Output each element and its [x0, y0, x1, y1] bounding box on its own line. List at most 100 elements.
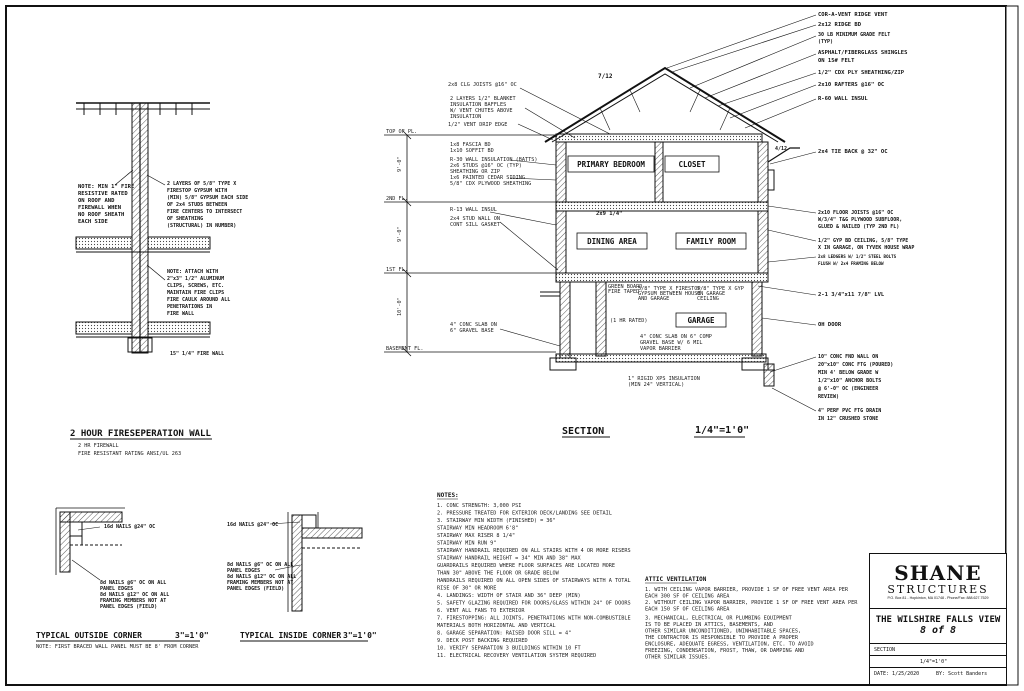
svg-text:2ND FL.: 2ND FL.: [386, 196, 408, 202]
svg-text:(MIN 24" VERTICAL): (MIN 24" VERTICAL): [628, 382, 684, 388]
svg-text:4/12: 4/12: [775, 146, 787, 152]
sheet-label-row: SECTION: [870, 644, 1006, 656]
svg-text:9'-0": 9'-0": [397, 156, 403, 172]
section-drawing: 7/12 4/12: [384, 66, 800, 387]
svg-text:10" CONC FND WALL ON: 10" CONC FND WALL ON: [818, 354, 878, 360]
svg-text:30 LB MINIMUM GRADE FELT: 30 LB MINIMUM GRADE FELT: [818, 32, 890, 38]
outside-corner-title: TYPICAL OUTSIDE CORNER: [36, 631, 142, 640]
svg-text:INSULATION BAFFLES: INSULATION BAFFLES: [450, 102, 506, 108]
room-labels: PRIMARY BEDROOM CLOSET DINING AREA FAMIL…: [567, 155, 747, 328]
svg-text:7/12: 7/12: [598, 73, 613, 80]
svg-text:5/8" TYPE X GYP: 5/8" TYPE X GYP: [697, 286, 744, 292]
svg-text:(TYP): (TYP): [818, 39, 833, 45]
svg-text:2 LAYERS 1/2" BLANKET: 2 LAYERS 1/2" BLANKET: [450, 96, 516, 102]
svg-text:GREEN BOARD: GREEN BOARD: [608, 284, 642, 290]
svg-text:20"x10" CONC FTG (POURED): 20"x10" CONC FTG (POURED): [818, 362, 893, 368]
svg-text:4" PERF PVC FTG DRAIN: 4" PERF PVC FTG DRAIN: [818, 408, 881, 414]
svg-text:AND GARAGE: AND GARAGE: [638, 296, 669, 302]
svg-text:5/8" CDX PLYWOOD SHEATHING: 5/8" CDX PLYWOOD SHEATHING: [450, 181, 531, 187]
svg-text:GLUED & NAILED (TYP 2ND FL): GLUED & NAILED (TYP 2ND FL): [818, 224, 899, 230]
svg-text:16d NAILS @24" OC: 16d NAILS @24" OC: [104, 524, 155, 530]
firewall-sub-2: FIRE RESISTANT RATING ANSI/UL 263: [78, 451, 181, 457]
svg-text:1/2" CDX PLY SHEATHING/ZIP: 1/2" CDX PLY SHEATHING/ZIP: [818, 70, 905, 76]
svg-text:2x8 CLG JOISTS @16" OC: 2x8 CLG JOISTS @16" OC: [448, 82, 517, 88]
svg-text:1x10 SOFFIT BD: 1x10 SOFFIT BD: [450, 148, 494, 154]
title-block: SHANE STRUCTURES P.O. Box 81 - Hopkinton…: [869, 553, 1007, 685]
svg-text:INSULATION: INSULATION: [450, 114, 481, 120]
room-family-room: FAMILY ROOM: [686, 237, 736, 246]
svg-text:R-30 WALL INSULATION (BATTS): R-30 WALL INSULATION (BATTS): [450, 157, 537, 163]
inside-corner-notes: 8d NAILS @6" OC ON ALL PANEL EDGES 8d NA…: [227, 562, 299, 592]
notes-list: 1. CONC STRENGTH: 3,000 PSI 2. PRESSURE …: [437, 503, 634, 659]
section-right-callouts: COR-A-VENT RIDGE VENT 2x12 RIDGE BD 30 L…: [666, 12, 914, 422]
svg-text:R-60 WALL INSUL: R-60 WALL INSUL: [818, 96, 868, 102]
svg-text:2-1 3/4"x11 7/8" LVL: 2-1 3/4"x11 7/8" LVL: [818, 292, 885, 298]
general-notes: NOTES:: [437, 492, 459, 500]
svg-text:2x9 1/4": 2x9 1/4": [596, 211, 623, 217]
svg-text:X IN GARAGE, ON TYVEK HOUSE WR: X IN GARAGE, ON TYVEK HOUSE WRAP: [818, 245, 914, 251]
svg-text:ASPHALT/FIBERGLASS SHINGLES: ASPHALT/FIBERGLASS SHINGLES: [818, 50, 907, 56]
svg-text:1/2"x10" ANCHOR BOLTS: 1/2"x10" ANCHOR BOLTS: [818, 378, 881, 384]
svg-text:2x12 RIDGE BD: 2x12 RIDGE BD: [818, 22, 862, 28]
section-title: SECTION: [562, 426, 604, 437]
firewall-detail: [75, 102, 211, 354]
inside-corner-title: TYPICAL INSIDE CORNER: [240, 631, 341, 640]
svg-text:1ST FL.: 1ST FL.: [386, 267, 408, 273]
svg-text:10'-0": 10'-0": [397, 297, 403, 316]
date-row: DATE: 1/25/2020 BY: Scott Banders: [874, 671, 988, 677]
room-primary-bedroom: PRIMARY BEDROOM: [577, 160, 645, 169]
inside-corner-scale: 3"=1'0": [343, 631, 377, 640]
svg-text:IN 12" CRUSHED STONE: IN 12" CRUSHED STONE: [818, 416, 878, 422]
svg-text:ATTIC VENTILATION: ATTIC VENTILATION: [645, 576, 707, 583]
svg-text:NOTES:: NOTES:: [437, 492, 459, 499]
room-dining-area: DINING AREA: [587, 237, 637, 246]
project-title: THE WILSHIRE FALLS VIEW 8 of 8: [870, 609, 1006, 644]
firewall-sub-1: 2 HR FIREWALL: [78, 443, 119, 449]
svg-text:(1 HR RATED): (1 HR RATED): [610, 318, 647, 324]
svg-text:2x10 RAFTERS @16" OC: 2x10 RAFTERS @16" OC: [818, 82, 884, 88]
svg-text:1/2" GYP BD CEILING, 5/8" TYPE: 1/2" GYP BD CEILING, 5/8" TYPE: [818, 238, 908, 244]
svg-text:FIRE TAPED: FIRE TAPED: [608, 289, 639, 295]
svg-text:2x4 TIE BACK @ 32" OC: 2x4 TIE BACK @ 32" OC: [818, 149, 888, 155]
svg-text:W/ VENT CHUTES ABOVE: W/ VENT CHUTES ABOVE: [450, 108, 512, 114]
svg-text:GYPSUM BETWEEN HOUSE: GYPSUM BETWEEN HOUSE: [638, 291, 700, 297]
svg-text:ON 15# FELT: ON 15# FELT: [818, 58, 855, 64]
svg-text:16d NAILS @24" OC: 16d NAILS @24" OC: [227, 522, 278, 528]
outside-corner-foot: NOTE: FIRST BRACED WALL PANEL MUST BE 8'…: [36, 644, 199, 650]
svg-text:5/8" TYPE X FIRESTOP: 5/8" TYPE X FIRESTOP: [638, 286, 700, 292]
svg-text:1x6 PAINTED CEDAR SIDING: 1x6 PAINTED CEDAR SIDING: [450, 175, 525, 181]
firewall-title: 2 HOUR FIRESEPERATION WALL: [70, 429, 211, 439]
svg-text:CONT SILL GASKET: CONT SILL GASKET: [450, 222, 500, 228]
svg-text:ON GARAGE: ON GARAGE: [697, 291, 725, 297]
svg-text:R-13 WALL INSUL: R-13 WALL INSUL: [450, 207, 497, 213]
scale-row: 1/4"=1'0": [870, 656, 1006, 668]
svg-text:TOP OF PL.: TOP OF PL.: [386, 129, 417, 135]
svg-text:BASEMENT FL.: BASEMENT FL.: [386, 346, 423, 352]
svg-text:2x8 LEDGERS W/ 1/2" STEEL BOLT: 2x8 LEDGERS W/ 1/2" STEEL BOLTS: [818, 254, 897, 259]
svg-text:COR-A-VENT RIDGE VENT: COR-A-VENT RIDGE VENT: [818, 12, 888, 18]
room-closet: CLOSET: [678, 160, 706, 169]
outside-corner-notes: 8d NAILS @6" OC ON ALL PANEL EDGES 8d NA…: [100, 580, 172, 610]
svg-text:6" GRAVEL BASE: 6" GRAVEL BASE: [450, 328, 494, 334]
svg-text:1x8 FASCIA BD: 1x8 FASCIA BD: [450, 142, 491, 148]
svg-text:1/2" VENT DRIP EDGE: 1/2" VENT DRIP EDGE: [448, 122, 507, 128]
room-garage: GARAGE: [687, 316, 715, 325]
svg-text:4" CONC SLAB ON: 4" CONC SLAB ON: [450, 322, 497, 328]
svg-text:VAPOR BARRIER: VAPOR BARRIER: [640, 346, 681, 352]
attic-list: 1. WITH CEILING VAPOR BARRIER, PROVIDE 1…: [645, 587, 861, 661]
svg-text:9'-0": 9'-0": [397, 226, 403, 242]
outside-corner-scale: 3"=1'0": [175, 631, 209, 640]
svg-text:1" RIGID XPS INSULATION: 1" RIGID XPS INSULATION: [628, 376, 700, 382]
section-scale: 1/4"=1'0": [695, 425, 749, 436]
company-logo: SHANE STRUCTURES P.O. Box 81 - Hopkinton…: [870, 554, 1006, 609]
svg-text:REVIEW): REVIEW): [818, 394, 839, 400]
svg-text:4" CONC SLAB ON 6" COMP: 4" CONC SLAB ON 6" COMP: [640, 334, 712, 340]
section-inner-callouts: GREEN BOARD FIRE TAPED 5/8" TYPE X FIRES…: [608, 284, 744, 388]
svg-text:CEILING: CEILING: [697, 296, 719, 302]
svg-text:W/3/4" T&G PLYWOOD SUBFLOOR,: W/3/4" T&G PLYWOOD SUBFLOOR,: [818, 217, 902, 223]
inside-corner-detail: [269, 512, 363, 612]
